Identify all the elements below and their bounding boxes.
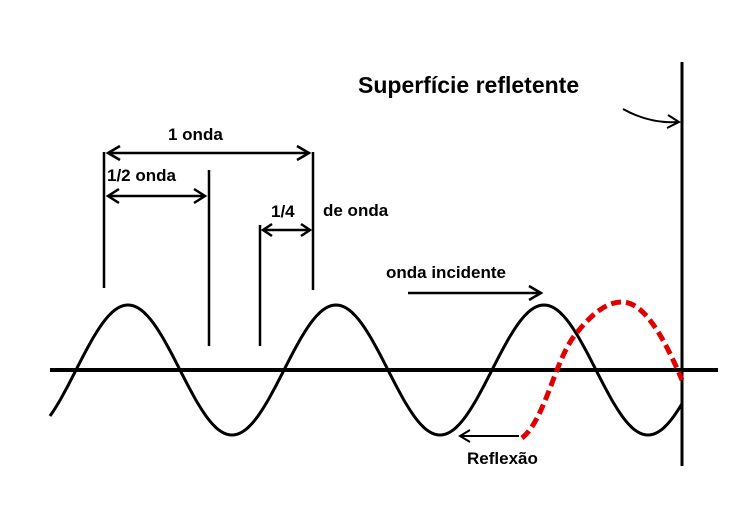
one-wave-arrow — [105, 144, 312, 162]
quarter-wave-label: 1/4 — [271, 202, 295, 221]
half-wave-arrow — [105, 187, 208, 205]
one-wave-label: 1 onda — [168, 125, 223, 144]
surface-pointer-arrow — [622, 108, 682, 129]
half-wave-label: 1/2 onda — [107, 166, 176, 185]
of-wave-label: de onda — [323, 201, 389, 220]
quarter-wave-arrow — [260, 222, 313, 238]
incident-direction-arrow — [408, 284, 544, 302]
reflected-wave — [520, 299, 685, 440]
reflection-direction-arrow — [458, 429, 519, 443]
incident-wave — [48, 303, 684, 437]
incident-wave-label: onda incidente — [386, 263, 506, 282]
reflection-label: Reflexão — [467, 449, 538, 468]
surface-title: Superfície refletente — [358, 72, 580, 98]
